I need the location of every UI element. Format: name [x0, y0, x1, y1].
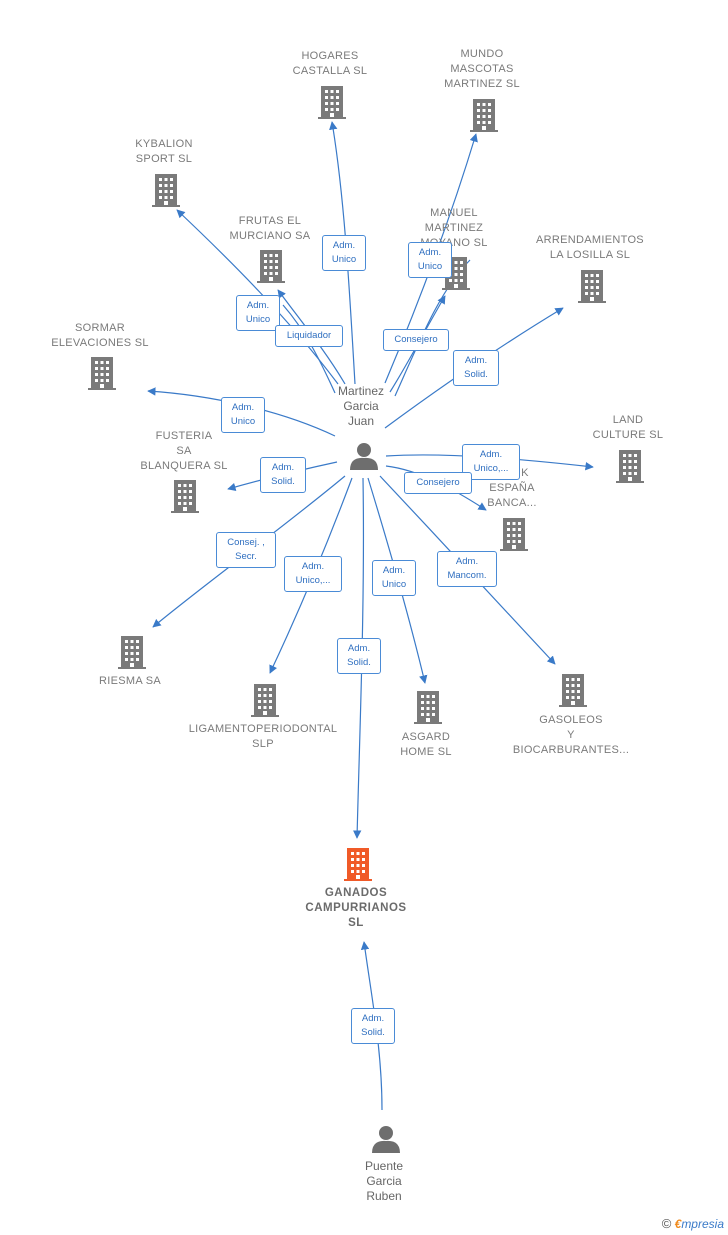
- brand-name: mpresia: [681, 1217, 724, 1231]
- edge-extra1: [282, 304, 336, 394]
- company-label-gasoleos[interactable]: GASOLEOS Y BIOCARBURANTES...: [512, 714, 630, 756]
- copyright-icon: ©: [661, 1216, 672, 1231]
- building-icon-asgard: [414, 691, 442, 724]
- building-icon-ligamento: [251, 684, 279, 717]
- relation-label-hogares: Adm. Unico: [322, 235, 366, 271]
- relation-label-sormar: Adm. Unico: [221, 397, 265, 433]
- other-person-label[interactable]: Puente Garcia Ruben: [364, 1159, 404, 1203]
- company-label-sormar[interactable]: SORMAR ELEVACIONES SL: [51, 322, 149, 349]
- building-icon-sormar: [88, 357, 116, 390]
- company-label-fusteria[interactable]: FUSTERIA SA BLANQUERA SL: [140, 430, 228, 472]
- relation-label-frutas: Liquidador: [275, 325, 343, 347]
- building-icon-gasoleos: [559, 674, 587, 707]
- relation-label-puente: Adm. Solid.: [351, 1008, 395, 1044]
- relation-label-riesma: Consej. , Secr.: [216, 532, 276, 568]
- person-icon-puente: [372, 1126, 400, 1153]
- building-icon-arrend: [578, 270, 606, 303]
- relation-label-mundo: Adm. Unico: [408, 242, 452, 278]
- relation-label-asgard: Adm. Unico: [372, 560, 416, 596]
- center-person-label[interactable]: Martinez Garcia Juan: [337, 384, 384, 428]
- company-label-ligamento[interactable]: LIGAMENTOPERIODONTAL SLP: [188, 723, 338, 750]
- relation-label-manuel: Consejero: [383, 329, 449, 351]
- building-icon-fusteria: [171, 480, 199, 513]
- relation-label-arrend: Adm. Solid.: [453, 350, 499, 386]
- edges: [147, 121, 594, 1111]
- person-icon-center: [350, 443, 378, 470]
- relation-label-kybalion: Adm. Unico: [236, 295, 280, 331]
- company-label-frutas[interactable]: FRUTAS EL MURCIANO SA: [229, 215, 311, 242]
- relation-label-gasoleos: Adm. Mancom.: [437, 551, 497, 587]
- company-label-hogares[interactable]: HOGARES CASTALLA SL: [292, 50, 368, 77]
- focus-company-label[interactable]: GANADOS CAMPURRIANOS SL: [305, 887, 407, 929]
- building-icon-mundo: [470, 99, 498, 132]
- company-label-asgard[interactable]: ASGARD HOME SL: [400, 731, 452, 758]
- company-label-land[interactable]: LAND CULTURE SL: [592, 414, 664, 441]
- company-label-arrend[interactable]: ARRENDAMIENTOS LA LOSILLA SL: [536, 234, 644, 261]
- building-icon-kybalion: [152, 174, 180, 207]
- building-icon-hogares: [318, 86, 346, 119]
- relation-label-focus: Adm. Solid.: [337, 638, 381, 674]
- relation-label-fusteria: Adm. Solid.: [260, 457, 306, 493]
- relation-label-bank: Consejero: [404, 472, 472, 494]
- building-icon-bank: [500, 518, 528, 551]
- company-label-mundo[interactable]: MUNDO MASCOTAS MARTINEZ SL: [444, 48, 520, 90]
- building-icon-riesma: [118, 636, 146, 669]
- building-icon-focus: [344, 848, 372, 881]
- building-icon-land: [616, 450, 644, 483]
- relation-label-ligamento: Adm. Unico,...: [284, 556, 342, 592]
- brand-e-logo: €: [674, 1217, 682, 1231]
- footer-brand[interactable]: © €mpresia: [662, 1216, 724, 1231]
- company-label-kybalion[interactable]: KYBALION SPORT SL: [135, 138, 193, 165]
- building-icon-frutas: [257, 250, 285, 283]
- company-label-riesma[interactable]: RIESMA SA: [99, 675, 161, 687]
